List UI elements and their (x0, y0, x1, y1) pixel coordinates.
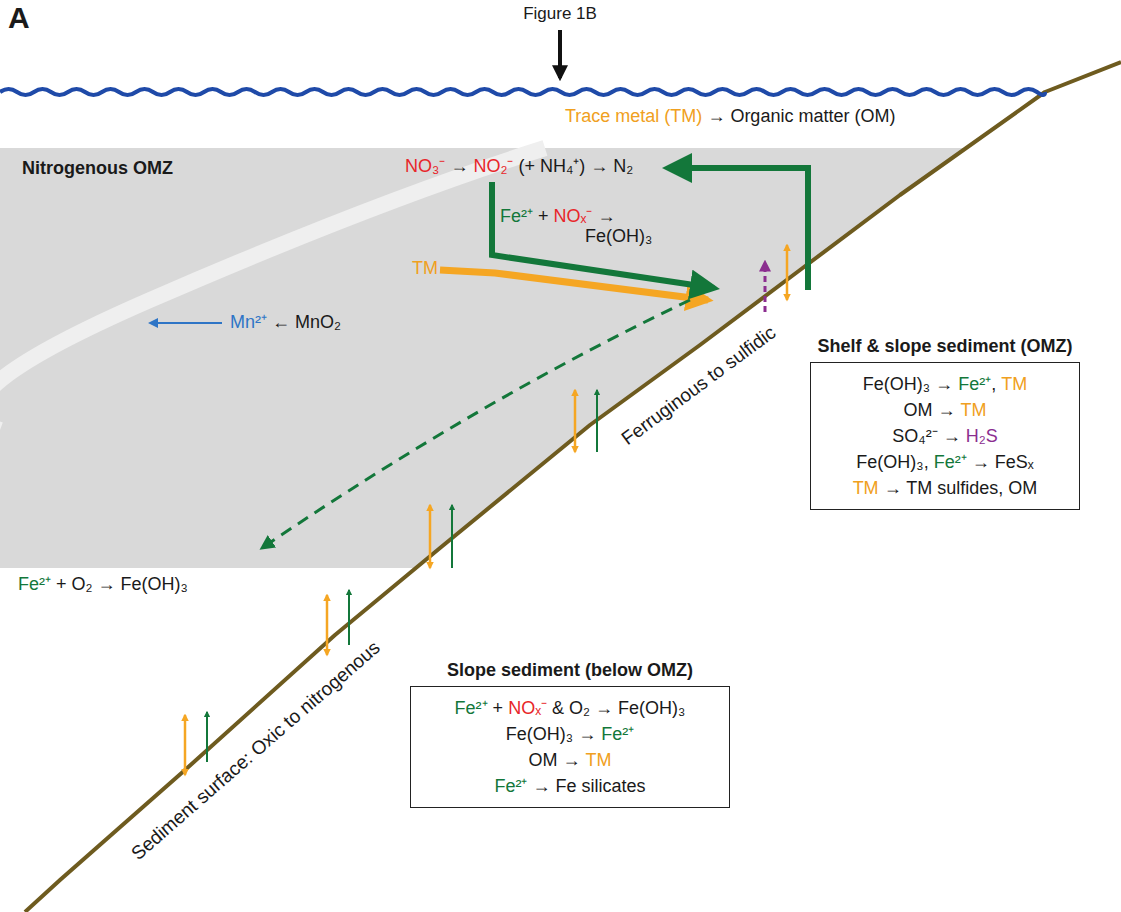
reaction-label: ← MnO₂ (272, 312, 341, 334)
panel-label: A (8, 0, 30, 36)
seafloor-line (25, 62, 1121, 912)
iron-release-arrow (451, 505, 453, 568)
reaction-label: Mn²⁺← MnO₂ (230, 312, 341, 334)
reaction-text: Fe²⁺ (958, 371, 991, 397)
reaction-text: Fe²⁺ (934, 449, 967, 475)
reaction-label: → (450, 156, 468, 178)
reaction-text: Fe²⁺ (455, 695, 488, 721)
reaction-label: Fe²⁺+ O₂ → Fe(OH)₃ (18, 574, 188, 596)
iron-release-arrow (348, 590, 350, 645)
circulation-band (0, 148, 545, 430)
trace-metal-label: TM (412, 258, 438, 280)
reaction-text: Fe(OH)₃ → (863, 371, 953, 397)
reaction-label: Fe²⁺ (18, 574, 51, 596)
tm-exchange-arrow (184, 715, 187, 775)
zone-title: Nitrogenous OMZ (22, 158, 173, 180)
process-label: Trace metal (TM)→ Organic matter (OM) (565, 106, 895, 128)
reaction-line: TM→ TM sulfides, OM (827, 475, 1063, 501)
reaction-label: Mn²⁺ (230, 312, 267, 334)
reaction-text: SO₄²⁻ → (892, 423, 960, 449)
sediment-ground (25, 62, 1121, 912)
iron-offshore-arrow (262, 300, 690, 548)
tm-exchange-arrow (786, 245, 789, 300)
manganese-arrow (150, 322, 222, 324)
process-label: → Organic matter (OM) (707, 106, 895, 128)
reaction-label: Fe(OH)₃ (585, 226, 652, 248)
reaction-text: Fe(OH)₃, (856, 449, 928, 475)
reaction-label: Fe(OH)₃ (585, 226, 652, 248)
panel-label: A (8, 0, 30, 36)
reaction-text: → Fe silicates (533, 773, 646, 799)
reaction-text: Fe²⁺ (601, 721, 634, 747)
reaction-label: NO₃⁻ (405, 156, 445, 178)
sea-surface-wave (0, 89, 1045, 95)
reaction-text: TM (853, 475, 879, 501)
process-box: Slope sediment (below OMZ)Fe²⁺+NOₓ⁻& O₂ … (410, 686, 730, 808)
reaction-line: Fe(OH)₃ →Fe²⁺ (427, 721, 713, 747)
figure-reference: Figure 1B (523, 4, 597, 24)
reaction-label: Fe²⁺+NOₓ⁻→ (500, 206, 616, 228)
tm-exchange-arrow (326, 595, 329, 655)
iron-release-arrows (207, 390, 597, 762)
zone-title: Nitrogenous OMZ (22, 158, 173, 180)
tm-exchange-arrow (574, 390, 577, 452)
reaction-text: → TM sulfides, OM (884, 475, 1038, 501)
reaction-label: NOₓ⁻ (554, 206, 593, 228)
reaction-label: NO₂⁻ (473, 156, 513, 178)
process-box: Shelf & slope sediment (OMZ)Fe(OH)₃ →Fe²… (810, 362, 1080, 510)
tm-exchange-arrow (429, 505, 432, 568)
figure-reference: Figure 1B (523, 4, 597, 24)
reaction-label: Fe²⁺ (500, 206, 533, 228)
process-label: Trace metal (TM) (565, 106, 702, 128)
reaction-text: H₂S (966, 423, 998, 449)
sulfide-flux-arrow (764, 262, 767, 312)
reaction-text: Fe²⁺ (494, 773, 527, 799)
reaction-text: OM → (528, 747, 580, 773)
iron-flux-arrow (492, 182, 714, 288)
reaction-label: + (538, 206, 549, 228)
trace-metal-label: TM (412, 258, 438, 280)
reaction-text: Fe(OH)₃ → (506, 721, 596, 747)
reaction-line: OM →TM (827, 397, 1063, 423)
pointer-arrow (558, 30, 562, 78)
reaction-line: Fe²⁺→ Fe silicates (427, 773, 713, 799)
reaction-text: TM (586, 747, 612, 773)
reaction-text: & O₂ → Fe(OH)₃ (552, 695, 685, 721)
reaction-label: (+ NH₄⁺) → N₂ (518, 156, 633, 178)
box-heading: Slope sediment (below OMZ) (447, 657, 693, 683)
reaction-line: Fe(OH)₃ →Fe²⁺,TM (827, 371, 1063, 397)
reaction-line: OM →TM (427, 747, 713, 773)
reaction-text: TM (1001, 371, 1027, 397)
reaction-label: NO₃⁻→NO₂⁻(+ NH₄⁺) → N₂ (405, 156, 633, 178)
reaction-text: + (493, 695, 504, 721)
reaction-text: NOₓ⁻ (508, 695, 547, 721)
iron-release-arrow (206, 712, 208, 762)
reaction-text: , (991, 371, 996, 397)
box-heading: Shelf & slope sediment (OMZ) (817, 333, 1072, 359)
iron-release-arrow (596, 390, 598, 452)
tm-flux-arrow (440, 270, 708, 300)
reaction-label: → (598, 206, 616, 228)
reaction-line: SO₄²⁻ →H₂S (827, 423, 1063, 449)
reaction-text: → FeSₓ (972, 449, 1034, 475)
reaction-line: Fe(OH)₃,Fe²⁺→ FeSₓ (827, 449, 1063, 475)
reaction-text: TM (961, 397, 987, 423)
reaction-text: OM → (903, 397, 955, 423)
reaction-label: + O₂ → Fe(OH)₃ (56, 574, 188, 596)
reaction-line: Fe²⁺+NOₓ⁻& O₂ → Fe(OH)₃ (427, 695, 713, 721)
